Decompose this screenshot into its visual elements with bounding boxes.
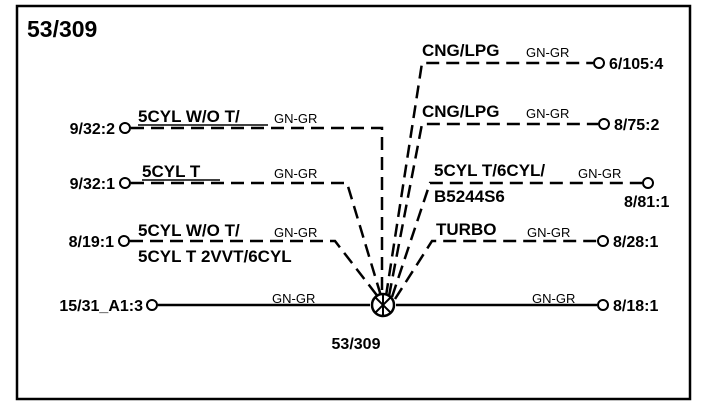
branch-wire-9-32-1: [131, 181, 383, 297]
terminal-9-32-1: [119, 177, 131, 189]
branch-wire-8-19-1: [130, 239, 380, 299]
terminal-8-19-1: [118, 235, 130, 247]
wire-color-8-75-2: GN-GR: [526, 106, 569, 121]
branch-wire-6-105-4: [384, 61, 593, 297]
branch-label-9-32-1: 5CYL T: [142, 162, 201, 181]
terminal-6-105-4: [593, 57, 605, 69]
branch-label-6-105-4: CNG/LPG: [422, 41, 499, 60]
main-left-pin: 15/31_A1:3: [59, 298, 143, 315]
branch-label-8-19-1: 5CYL W/O T/: [138, 221, 240, 240]
terminal-8-28-1: [597, 235, 609, 247]
hub-label: 53/309: [332, 336, 381, 353]
wire-color-8-28-1: GN-GR: [527, 225, 570, 240]
branch-label-9-32-2: 5CYL W/O T/: [138, 107, 240, 126]
diagram-border: [15, 4, 692, 401]
terminal-9-32-2: [119, 122, 131, 134]
pin-9-32-1: 9/32:1: [70, 176, 115, 193]
pin-8-81-1: 8/81:1: [624, 194, 669, 211]
branch-label-8-28-1: TURBO: [436, 220, 496, 239]
pin-8-19-1: 8/19:1: [69, 234, 114, 251]
main-left-wire-color: GN-GR: [272, 291, 315, 306]
pin-8-75-2: 8/75:2: [614, 117, 659, 134]
diagram-title: 53/309: [27, 16, 97, 42]
terminal-8-75-2: [598, 118, 610, 130]
pin-6-105-4: 6/105:4: [609, 56, 663, 73]
wire-color-8-19-1: GN-GR: [274, 225, 317, 240]
branch-wire-8-81-1: [390, 181, 642, 298]
branch-label-8-75-2: CNG/LPG: [422, 102, 499, 121]
splice-hub-icon: [370, 292, 396, 318]
branch-wire-8-28-1: [393, 239, 597, 300]
wire-color-9-32-2: GN-GR: [274, 111, 317, 126]
main-right-wire-color: GN-GR: [532, 291, 575, 306]
branch-wire-8-75-2: [387, 122, 598, 297]
wire-color-8-81-1: GN-GR: [578, 166, 621, 181]
main-left-terminal: [146, 299, 158, 311]
terminal-8-81-1: [642, 177, 654, 189]
branch-label2-8-19-1: 5CYL T 2VVT/6CYL: [138, 247, 292, 266]
wire-color-6-105-4: GN-GR: [526, 45, 569, 60]
branch-label-8-81-1: 5CYL T/6CYL/: [434, 161, 545, 180]
pin-8-28-1: 8/28:1: [613, 234, 658, 251]
branch-wire-9-32-2: [131, 126, 384, 296]
main-right-pin: 8/18:1: [613, 298, 658, 315]
wire-color-9-32-1: GN-GR: [274, 166, 317, 181]
branch-label2-8-81-1: B5244S6: [434, 187, 505, 206]
main-right-terminal: [597, 299, 609, 311]
pin-9-32-2: 9/32:2: [70, 121, 115, 138]
